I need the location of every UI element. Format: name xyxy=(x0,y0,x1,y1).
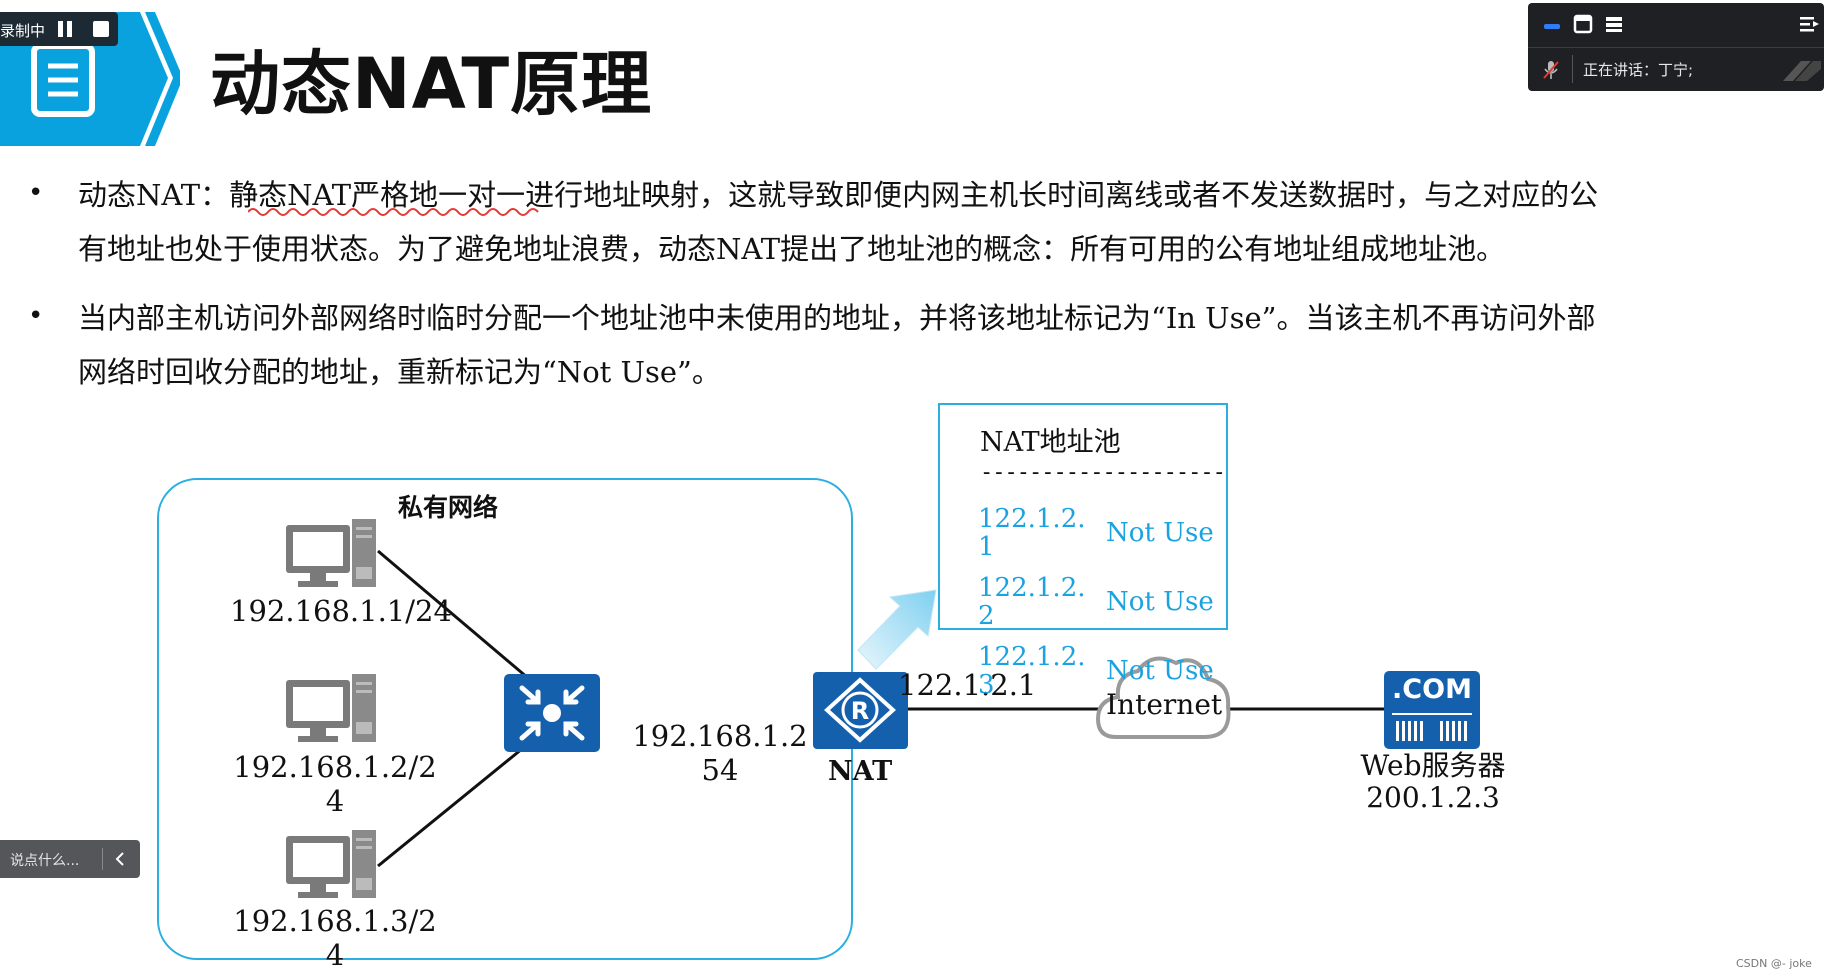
chat-placeholder: 说点什么... xyxy=(10,853,80,869)
cloud-icon xyxy=(1095,656,1231,739)
chat-divider xyxy=(102,848,103,870)
pool-entry-ip: 122.1.2. 2 xyxy=(978,574,1086,630)
slide-title: 动态NAT原理 xyxy=(210,43,653,125)
router-icon: R xyxy=(813,672,908,749)
pool-ip-line: 122.1.2. xyxy=(978,573,1086,603)
nat-public-ip: 122.1.2.1 xyxy=(898,668,1037,702)
pool-separator: -------------------- xyxy=(980,460,1226,485)
server-badge: .COM xyxy=(1392,674,1472,705)
recording-status-label: 录制中 xyxy=(0,22,46,40)
host-ip-line: 4 xyxy=(325,938,345,972)
panel-divider xyxy=(1528,47,1824,48)
watermark: CSDN @- joke xyxy=(1736,957,1812,970)
pool-ip-line: 122.1.2. xyxy=(978,504,1086,534)
bullet-line: 网络时回收分配的地址，重新标记为“Not Use”。 xyxy=(78,355,721,389)
chat-input[interactable]: 说点什么... xyxy=(0,840,140,878)
chevron-left-icon[interactable] xyxy=(112,850,128,872)
host-ip-line: 192.168.1.2/2 xyxy=(233,750,437,784)
host-ip-line: 4 xyxy=(325,784,345,818)
pool-title: NAT地址池 xyxy=(980,427,1121,458)
private-network-label: 私有网络 xyxy=(398,493,499,522)
pc-icon xyxy=(286,674,376,742)
server-ip: 200.1.2.3 xyxy=(1366,781,1500,814)
minimize-icon[interactable] xyxy=(1542,18,1562,37)
spellcheck-underline xyxy=(248,208,539,216)
pool-entry-status: Not Use xyxy=(1106,518,1214,548)
mic-muted-icon[interactable] xyxy=(1542,59,1560,85)
host-ip-line: 192.168.1.3/2 xyxy=(233,904,437,938)
stop-icon[interactable] xyxy=(90,18,112,40)
bullet-paragraph: 动态NAT：静态NAT严格地一对一进行地址映射，这就导致即便内网主机长时间离线或… xyxy=(78,168,1788,276)
pause-icon[interactable] xyxy=(54,18,76,40)
pool-entry-ip: 122.1.2. 1 xyxy=(978,505,1086,561)
nat-pool-box xyxy=(938,403,1228,630)
server-label: Web服务器 200.1.2.3 xyxy=(1350,750,1516,814)
pool-ip-line: 3 xyxy=(978,670,995,700)
expand-panel-icon[interactable] xyxy=(1798,14,1820,38)
bullet-line: 有地址也处于使用状态。为了避免地址浪费，动态NAT提出了地址池的概念：所有可用的… xyxy=(78,232,1506,266)
pc-icon xyxy=(286,830,376,898)
host-ip-label: 192.168.1.2/2 4 xyxy=(225,750,445,818)
pool-entry-status: Not Use xyxy=(1106,587,1214,617)
pool-ip-line: 2 xyxy=(978,601,995,631)
gateway-ip-line: 54 xyxy=(701,753,739,787)
speaking-label: 正在讲话：丁宁; xyxy=(1583,61,1694,79)
host-ip-label: 192.168.1.1/24 xyxy=(230,594,452,628)
bullet-line: 动态NAT：静态NAT严格地一对一进行地址映射，这就导致即便内网主机长时间离线或… xyxy=(78,178,1599,212)
bullet-paragraph: 当内部主机访问外部网络时临时分配一个地址池中未使用的地址，并将该地址标记为“In… xyxy=(78,291,1788,399)
panel-separator xyxy=(1572,55,1573,83)
svg-text:R: R xyxy=(851,697,869,725)
server-name: Web服务器 xyxy=(1360,749,1506,782)
nat-label: NAT xyxy=(828,756,893,787)
list-view-icon[interactable] xyxy=(1604,14,1624,38)
switch-icon xyxy=(504,674,600,752)
gateway-ip-label: 192.168.1.2 54 xyxy=(630,719,810,787)
host-ip-line: 192.168.1.1/24 xyxy=(230,594,452,628)
web-server-icon xyxy=(1384,671,1480,749)
bullet-marker: • xyxy=(28,301,44,331)
pc-icon xyxy=(286,519,376,587)
pool-entry-ip: 122.1.2. 3 xyxy=(978,643,1086,699)
host-ip-label: 192.168.1.3/2 4 xyxy=(225,904,445,972)
recording-toolbar: 录制中 xyxy=(0,12,118,46)
pool-ip-line: 1 xyxy=(978,532,995,562)
bullet-line: 当内部主机访问外部网络时临时分配一个地址池中未使用的地址，并将该地址标记为“In… xyxy=(78,301,1596,335)
internet-label: Internet xyxy=(1106,688,1223,721)
gateway-ip-line: 192.168.1.2 xyxy=(632,719,808,753)
pool-ip-line: 122.1.2. xyxy=(978,642,1086,672)
signal-icon xyxy=(1781,55,1821,89)
window-icon[interactable] xyxy=(1573,14,1593,38)
bullet-marker: • xyxy=(28,178,44,208)
meeting-panel: 正在讲话：丁宁; xyxy=(1528,3,1824,91)
pool-entry-status: Not Use xyxy=(1106,656,1214,686)
